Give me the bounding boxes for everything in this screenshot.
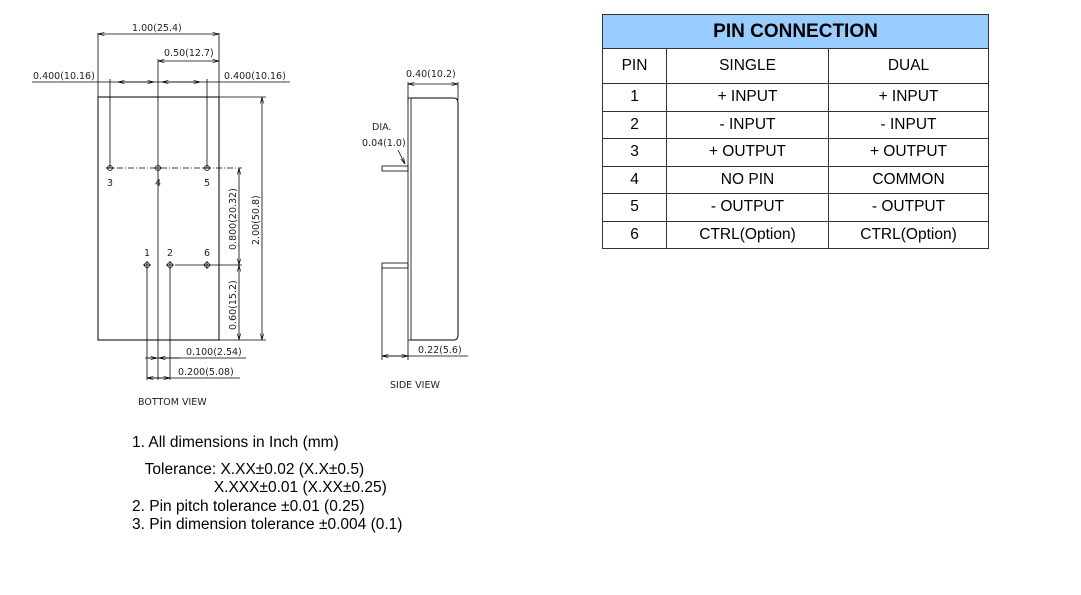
header-pin: PIN: [602, 48, 667, 84]
note-3: 3. Pin dimension tolerance ±0.004 (0.1): [132, 516, 403, 533]
pin-label-3: 3: [107, 178, 113, 189]
bottom-view: 1.00(25.4) 0.50(12.7) 0.400(10.16) 0.400…: [32, 23, 290, 408]
cell-dual: + INPUT: [828, 83, 989, 112]
cell-dual: - INPUT: [828, 110, 989, 139]
pin-label-4: 4: [155, 178, 161, 189]
mechanical-drawing: 1.00(25.4) 0.50(12.7) 0.400(10.16) 0.400…: [32, 23, 468, 408]
pin-label-5: 5: [204, 178, 210, 189]
note-2: 2. Pin pitch tolerance ±0.01 (0.25): [132, 497, 365, 515]
cell-single: - INPUT: [666, 110, 829, 139]
cell-pin: 3: [602, 138, 667, 167]
table-row: 2- INPUT- INPUT: [602, 110, 989, 139]
dim-width-label: 1.00(25.4): [132, 23, 182, 34]
pin-label-1: 1: [144, 248, 150, 259]
table-title: PIN CONNECTION: [602, 14, 989, 49]
dim-half-label: 0.50(12.7): [164, 48, 214, 59]
table-row: 1+ INPUT+ INPUT: [602, 83, 989, 112]
table-row: 3+ OUTPUT+ OUTPUT: [602, 138, 989, 167]
cell-dual: COMMON: [828, 165, 989, 194]
table-header-row: PIN SINGLE DUAL: [602, 48, 989, 84]
pin-label-6: 6: [204, 248, 210, 259]
cell-dual: - OUTPUT: [828, 193, 989, 222]
cell-pin: 4: [602, 165, 667, 194]
cell-single: NO PIN: [666, 165, 829, 194]
note-1: 1. All dimensions in Inch (mm): [132, 434, 339, 451]
pin-2: [166, 261, 174, 269]
pin-6: [203, 261, 211, 269]
dim-right-label: 0.400(10.16): [224, 71, 286, 82]
dia-label: DIA.: [372, 122, 391, 133]
cell-single: CTRL(Option): [666, 220, 829, 249]
dim-height-label: 2.00(50.8): [251, 195, 262, 245]
dim-bottom-row-label: 0.60(15.2): [228, 280, 239, 330]
side-pin-lower: [381, 262, 409, 269]
cell-pin: 2: [602, 110, 667, 139]
pin-4: [154, 165, 162, 171]
header-single: SINGLE: [666, 48, 829, 84]
dim-pitch-small-label: 0.100(2.54): [186, 347, 242, 358]
cell-single: + OUTPUT: [666, 138, 829, 167]
note-tolerance-2: X.XXX±0.01 (X.XX±0.25): [132, 479, 387, 496]
note-tolerance-1: Tolerance: X.XX±0.02 (X.X±0.5): [132, 460, 365, 478]
cell-dual: + OUTPUT: [828, 138, 989, 167]
cell-pin: 6: [602, 220, 667, 249]
cell-pin: 5: [602, 193, 667, 222]
pcb-edge: [407, 97, 412, 341]
pin-3: [106, 165, 114, 171]
dim-pitch-large-label: 0.200(5.08): [178, 367, 234, 378]
dia-value: 0.04(1.0): [362, 138, 406, 149]
module-body-outline: [97, 96, 220, 341]
cell-pin: 1: [602, 83, 667, 112]
cell-dual: CTRL(Option): [828, 220, 989, 249]
side-pin-upper: [381, 165, 409, 172]
cell-single: - OUTPUT: [666, 193, 829, 222]
dimension-notes: 1. All dimensions in Inch (mm) Tolerance…: [132, 434, 402, 535]
dim-left-label: 0.400(10.16): [33, 71, 95, 82]
pin-connection-table: PIN CONNECTION PIN SINGLE DUAL 1+ INPUT+…: [602, 14, 989, 249]
pin-label-2: 2: [167, 248, 173, 259]
bottom-view-label: BOTTOM VIEW: [138, 397, 207, 408]
side-view-label: SIDE VIEW: [390, 380, 440, 391]
cell-single: + INPUT: [666, 83, 829, 112]
side-view: 0.40(10.2) DIA. 0.04(1.0) 0.22(5.6) SIDE…: [362, 69, 468, 391]
pin-1: [143, 261, 151, 269]
dim-row-gap-label: 0.800(20.32): [228, 188, 239, 250]
header-dual: DUAL: [828, 48, 989, 84]
dim-depth-label: 0.40(10.2): [406, 69, 456, 80]
table-row: 5- OUTPUT- OUTPUT: [602, 193, 989, 222]
case-outline: [411, 97, 459, 341]
pin-5: [203, 165, 211, 171]
dim-pin-length-label: 0.22(5.6): [418, 345, 462, 356]
